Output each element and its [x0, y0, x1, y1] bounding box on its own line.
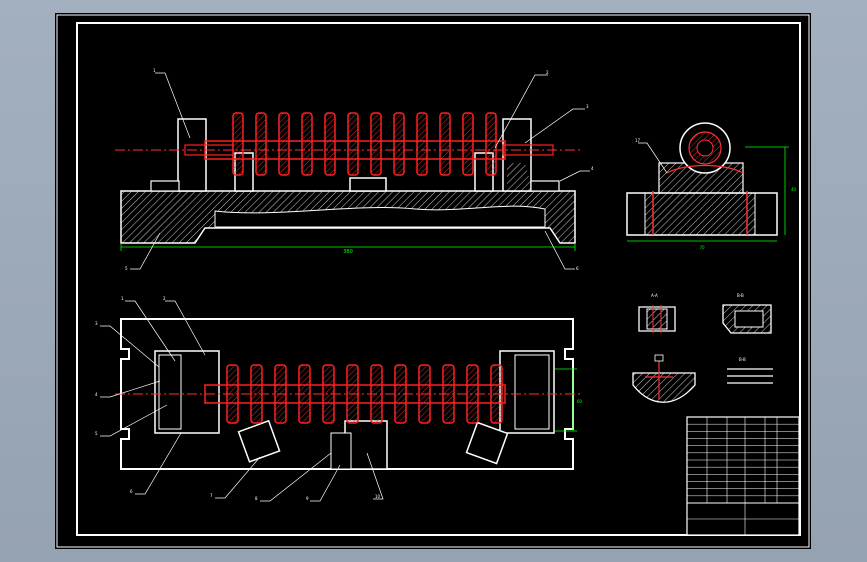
callout-front-4: 4	[591, 166, 594, 171]
length-dimension: 380	[343, 249, 353, 255]
callout-top-5: 5	[95, 431, 98, 436]
title-block	[686, 416, 800, 536]
top-height-dimension: 60	[577, 399, 583, 404]
note-title: B-B	[739, 357, 746, 362]
crank-web	[347, 112, 359, 176]
callout-top-6: 6	[130, 489, 133, 494]
callout-top-1: 1	[121, 296, 124, 301]
crank-web	[301, 112, 313, 176]
assembly-drawing: 380 1 2 3 4 5 6 70 40 17	[56, 14, 810, 548]
front-view: 380 1 2 3 4 5 6	[115, 68, 594, 271]
crank-web	[439, 112, 451, 176]
side-view: 70 40 17	[626, 122, 797, 250]
crank-web	[278, 112, 290, 176]
outer-border	[56, 14, 810, 548]
callout-front-3: 3	[586, 104, 589, 109]
crank-web	[255, 112, 267, 176]
crank-web	[324, 112, 336, 176]
crank-web	[370, 112, 382, 176]
callout-top-2: 2	[163, 296, 166, 301]
callout-front-5: 5	[125, 266, 128, 271]
technical-notes	[727, 368, 773, 384]
side-width-dimension: 70	[699, 245, 705, 250]
crankshaft-front	[184, 112, 554, 176]
section-label-a: A-A	[651, 293, 658, 298]
crank-web	[462, 112, 474, 176]
crank-web	[393, 112, 405, 176]
callout-top-3: 3	[95, 321, 98, 326]
top-view: 60 1 2 3 4 5 6 7 8 9 10	[95, 296, 583, 502]
callout-side-17: 17	[635, 138, 641, 143]
crank-web	[485, 112, 497, 176]
inner-border	[76, 22, 801, 536]
crank-web	[232, 112, 244, 176]
callout-top-9: 9	[306, 496, 309, 501]
callout-top-8: 8	[255, 496, 258, 501]
section-label-b: B-B	[737, 293, 744, 298]
detail-sections: A-A B-B B-B	[632, 293, 773, 403]
callout-top-10: 10	[375, 494, 381, 499]
cad-viewport[interactable]: 380 1 2 3 4 5 6 70 40 17	[55, 13, 811, 549]
crank-web	[416, 112, 428, 176]
callout-top-4: 4	[95, 392, 98, 397]
callout-top-7: 7	[210, 493, 213, 498]
callout-front-6: 6	[576, 266, 579, 271]
side-height-dimension: 40	[791, 187, 797, 192]
callout-front-2: 2	[546, 70, 549, 75]
callout-front-1: 1	[153, 68, 156, 73]
